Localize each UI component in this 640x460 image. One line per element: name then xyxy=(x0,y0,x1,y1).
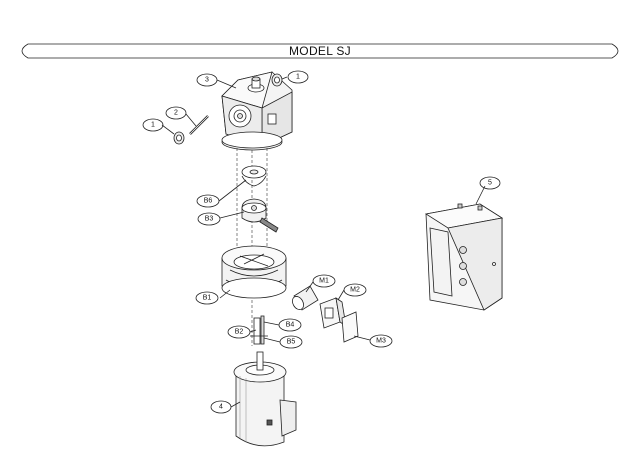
callout-5: 5 xyxy=(479,176,501,190)
title-banner xyxy=(21,43,619,59)
callout-b3: B3 xyxy=(197,212,221,226)
svg-text:B6: B6 xyxy=(204,198,213,205)
callout-3: 3 xyxy=(196,73,218,87)
svg-text:M1: M1 xyxy=(319,278,329,285)
svg-text:B1: B1 xyxy=(203,295,212,302)
svg-text:M3: M3 xyxy=(376,338,386,345)
flange-part xyxy=(221,131,283,151)
motor-part xyxy=(233,351,297,447)
svg-text:5: 5 xyxy=(488,180,492,187)
callout-1-left: 1 xyxy=(142,118,164,132)
nut-part-right xyxy=(271,73,283,87)
callout-b6: B6 xyxy=(196,194,220,208)
svg-text:B3: B3 xyxy=(205,216,214,223)
diagram-title: MODEL SJ xyxy=(289,44,351,58)
svg-text:3: 3 xyxy=(205,77,209,84)
svg-text:1: 1 xyxy=(151,122,155,129)
callout-m1: M1 xyxy=(312,274,336,288)
pin-part xyxy=(189,115,209,135)
sleeve-m1-part xyxy=(292,285,319,311)
svg-text:M2: M2 xyxy=(350,287,360,294)
leader-lines xyxy=(161,76,486,408)
plate-m3-part xyxy=(341,311,359,343)
nut-part-left xyxy=(173,131,185,145)
clip-b6-part xyxy=(241,165,267,187)
svg-text:B2: B2 xyxy=(235,329,244,336)
callout-b2: B2 xyxy=(227,325,251,339)
callout-4: 4 xyxy=(210,400,232,414)
callout-b1: B1 xyxy=(195,291,219,305)
callout-m2: M2 xyxy=(343,283,367,297)
bearing-b3-part xyxy=(241,198,279,233)
volute-b1-part xyxy=(221,245,287,299)
shaft-assembly-part xyxy=(250,315,268,345)
svg-text:1: 1 xyxy=(296,74,300,81)
callout-1-right: 1 xyxy=(287,70,309,84)
callout-b4: B4 xyxy=(278,318,302,332)
svg-text:4: 4 xyxy=(219,404,223,411)
svg-text:B4: B4 xyxy=(286,322,295,329)
callout-m3: M3 xyxy=(369,334,393,348)
svg-text:B5: B5 xyxy=(287,339,296,346)
svg-text:2: 2 xyxy=(174,110,178,117)
callout-b5: B5 xyxy=(279,335,303,349)
control-box-part xyxy=(424,203,504,311)
callout-2: 2 xyxy=(165,106,187,120)
